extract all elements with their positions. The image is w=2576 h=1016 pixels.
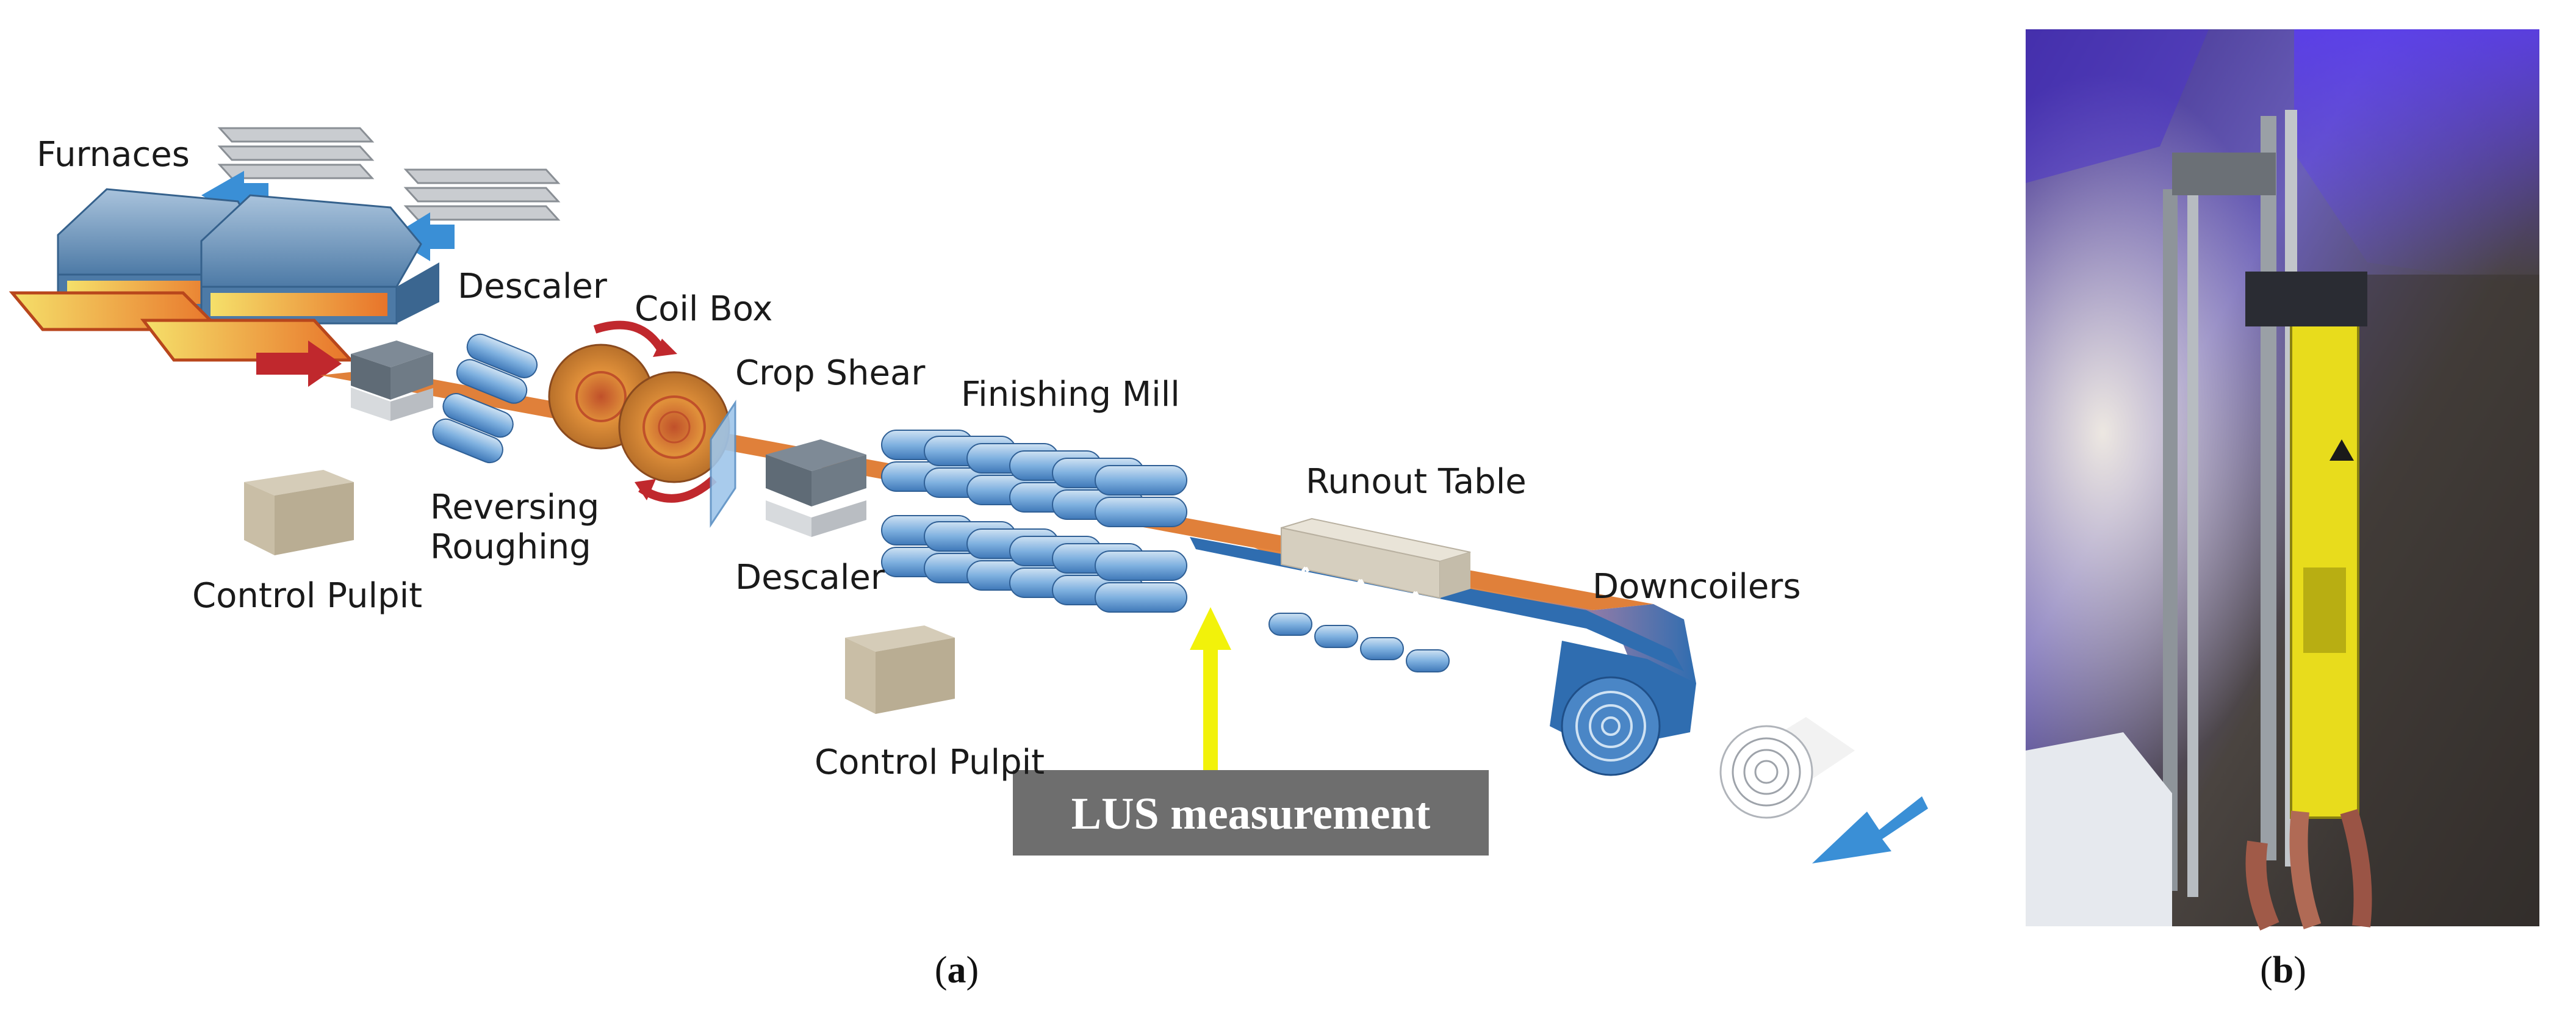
finished-coil: [1719, 717, 1855, 819]
shipping-arrow-icon: [1812, 796, 1928, 863]
lus-measurement-label: LUS measurement: [1071, 789, 1431, 839]
label-reversing: Reversing: [430, 488, 599, 527]
control-pulpit-2: [845, 625, 955, 714]
label-control-pulpit-1: Control Pulpit: [192, 576, 422, 616]
label-coil-box: Coil Box: [635, 289, 772, 329]
label-descaler-1: Descaler: [458, 267, 608, 306]
finishing-mill: [881, 430, 1187, 613]
lus-measurement-arrow-icon: [1190, 607, 1231, 787]
descaler-2: [766, 439, 866, 537]
label-crop-shear: Crop Shear: [735, 353, 926, 393]
laser-ultrasonic-head: [2245, 272, 2367, 819]
panel-b-photo: (b): [2026, 29, 2539, 991]
runout-rollers: [1268, 613, 1450, 672]
label-control-pulpit-2: Control Pulpit: [815, 743, 1045, 782]
runout-table: [1268, 517, 1471, 672]
label-finishing-mill: Finishing Mill: [961, 375, 1180, 414]
label-runout-table: Runout Table: [1306, 462, 1527, 502]
hoses: [2245, 809, 2372, 931]
water-spray-icon: [1274, 566, 1439, 630]
caption-b: (b): [2260, 949, 2306, 991]
reversing-roughing-mill: [432, 333, 538, 464]
mounting-rails: [2163, 110, 2297, 897]
control-pulpit-1: [244, 470, 354, 555]
hot-slabs: [9, 291, 354, 362]
rotation-arrow-icon: [635, 479, 656, 500]
lus-measurement-box: [1013, 770, 1489, 856]
foreground-cabinet: [2026, 732, 2172, 926]
label-descaler-2: Descaler: [735, 558, 885, 597]
panel-a-schematic: Furnaces Descaler Coil Box Crop Shear Fi…: [9, 127, 1928, 991]
label-roughing: Roughing: [430, 527, 591, 567]
downcoiler: [1550, 641, 1696, 776]
label-downcoilers: Downcoilers: [1592, 567, 1801, 607]
coil-box: [548, 320, 730, 503]
caption-a: (a): [935, 949, 979, 991]
label-furnaces: Furnaces: [37, 135, 190, 175]
incoming-slab-stack: [217, 127, 561, 221]
descaler-1: [351, 340, 433, 421]
crop-shear: [710, 400, 736, 528]
rotation-arrow-icon: [653, 339, 677, 357]
